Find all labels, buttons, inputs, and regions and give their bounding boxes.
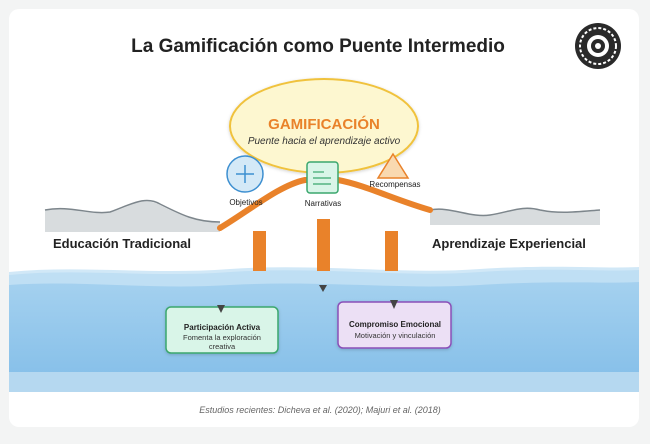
compromiso-arrow-icon [390, 300, 398, 309]
recompensas-label: Recompensas [369, 180, 420, 189]
diagram-title: La Gamificación como Puente Intermedio [131, 36, 505, 57]
water-surface [9, 266, 639, 287]
participacion-line1: Fomenta la exploración [183, 333, 261, 342]
compromiso-line1: Motivación y vinculación [355, 331, 436, 340]
bridge-pillar-left [253, 231, 266, 271]
bubble-subheading: Puente hacia el aprendizaje activo [248, 136, 401, 147]
water-bottom-band [9, 372, 639, 392]
objetivos-node [226, 155, 264, 193]
left-terrain [45, 201, 220, 232]
participacion-line2: creativa [209, 342, 236, 351]
participacion-title: Participación Activa [184, 323, 261, 332]
right-terrain-line [429, 207, 601, 217]
center-arrow-icon [319, 285, 327, 292]
narrativas-node [306, 161, 339, 194]
educacion-tradicional-label: Educación Tradicional [53, 236, 191, 251]
compromiso-title: Compromiso Emocional [349, 320, 441, 329]
participacion-arrow-icon [217, 305, 225, 313]
aprendizaje-experiencial-label: Aprendizaje Experiencial [432, 236, 586, 251]
bridge-pillar-right [385, 231, 398, 271]
bridge-pillar-center [317, 219, 330, 271]
logo-emblem-icon [575, 23, 621, 69]
triangle-reward-icon [376, 152, 410, 179]
narrativas-label: Narrativas [305, 199, 341, 208]
water-body [9, 269, 639, 392]
bubble-heading: GAMIFICACIÓN [268, 115, 380, 133]
left-terrain-line [44, 199, 221, 223]
objetivos-label: Objetivos [229, 198, 262, 207]
footer-citation: Estudios recientes: Dicheva et al. (2020… [199, 405, 441, 415]
